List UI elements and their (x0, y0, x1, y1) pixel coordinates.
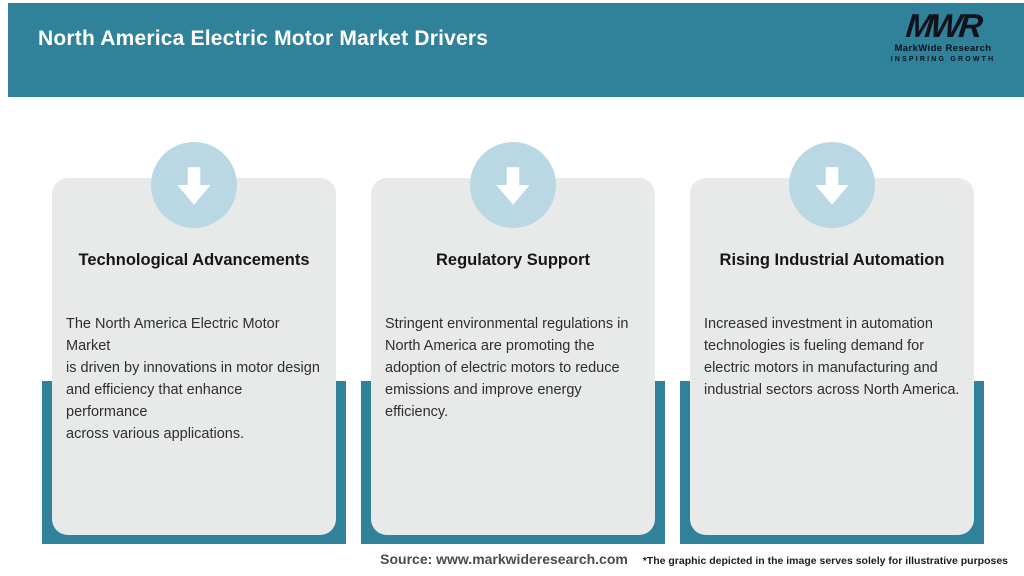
markwide-research-logo: MWR MarkWide Research INSPIRING GROWTH (878, 7, 1008, 63)
page-title: North America Electric Motor Market Driv… (38, 27, 489, 50)
card-backing-panel (680, 381, 984, 544)
card-backing-panel (361, 381, 665, 544)
driver-card: Technological Advancements The North Ame… (52, 178, 336, 535)
down-arrow-icon (470, 142, 556, 228)
card-title: Regulatory Support (435, 251, 590, 269)
logo-name: MarkWide Research (894, 43, 992, 54)
card-title: Technological Advancements (78, 251, 310, 269)
card-title: Rising Industrial Automation (719, 251, 945, 269)
source-text: Source: www.markwideresearch.com (380, 551, 628, 567)
card-description: Stringent environmental regulations in N… (385, 316, 629, 420)
card-description: Increased investment in automation techn… (704, 316, 960, 398)
card-backing-panel (42, 381, 346, 544)
driver-card: Regulatory Support Stringent environment… (371, 178, 655, 535)
driver-card: Rising Industrial Automation Increased i… (690, 178, 974, 535)
card-description: The North America Electric Motor Market … (66, 316, 320, 442)
disclaimer-text: *The graphic depicted in the image serve… (642, 555, 1008, 567)
logo-tagline: INSPIRING GROWTH (890, 55, 996, 63)
header-bar: North America Electric Motor Market Driv… (8, 3, 1024, 97)
down-arrow-icon (151, 142, 237, 228)
down-arrow-icon (789, 142, 875, 228)
logo-monogram: MWR (904, 7, 982, 44)
